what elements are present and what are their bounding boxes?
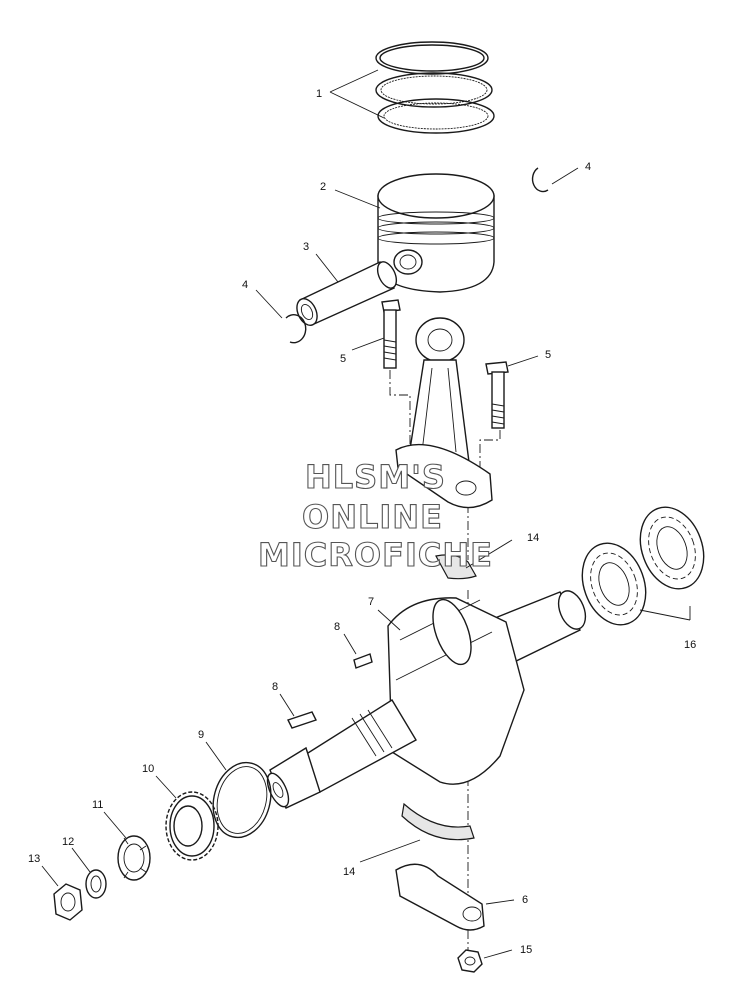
woodruff-key-upper[interactable] [353, 653, 373, 669]
leader-3 [315, 253, 339, 283]
rod-bolt-right[interactable] [485, 361, 509, 429]
woodruff-key-lower[interactable] [287, 711, 317, 729]
leader-14b [359, 839, 421, 863]
leader-12 [71, 847, 91, 873]
wrist-pin[interactable] [293, 259, 400, 329]
crankshaft[interactable] [263, 587, 590, 810]
leader-13 [41, 865, 59, 887]
leader-1 [329, 69, 385, 119]
o-ring-inner [216, 766, 268, 834]
callout-6: 6 [522, 894, 528, 906]
callout-5a: 5 [340, 353, 346, 365]
bearing-half-upper[interactable] [435, 554, 477, 580]
connecting-rod[interactable] [395, 317, 493, 509]
sprocket[interactable] [165, 791, 219, 861]
leader-15 [483, 949, 513, 959]
circlip-right[interactable] [531, 167, 549, 193]
circlip-left[interactable] [285, 314, 307, 344]
callout-8b: 8 [272, 681, 278, 693]
callout-15: 15 [520, 944, 532, 956]
lock-nut[interactable] [117, 835, 151, 881]
leader-5b [507, 355, 539, 367]
callout-4a: 4 [242, 279, 248, 291]
callout-14a: 14 [527, 532, 539, 544]
leader-10 [155, 775, 177, 799]
callout-16: 16 [684, 639, 696, 651]
leader-8b [279, 693, 295, 717]
leader-8a [343, 633, 357, 655]
washer[interactable] [85, 869, 107, 899]
piston-rings[interactable] [375, 41, 495, 134]
rod-cap[interactable] [395, 863, 485, 931]
main-bearing-outer[interactable] [629, 498, 714, 597]
watermark-line-1: HLSM'S [305, 458, 446, 496]
hex-nut[interactable] [53, 883, 83, 921]
leader-6 [485, 899, 515, 905]
watermark-line-3: MICROFICHE [258, 536, 493, 574]
callout-10: 10 [142, 763, 154, 775]
leader-4a [255, 289, 283, 319]
callout-13: 13 [28, 853, 40, 865]
leader-2 [334, 189, 381, 209]
main-bearing-inner[interactable] [571, 534, 656, 633]
callout-1: 1 [316, 88, 322, 100]
watermark-line-2: ONLINE [302, 498, 443, 536]
callout-14b: 14 [343, 866, 355, 878]
rod-bolt-left[interactable] [381, 299, 401, 369]
o-ring[interactable] [205, 756, 279, 844]
leader-7 [377, 609, 401, 631]
callout-8a: 8 [334, 621, 340, 633]
leader-9 [205, 741, 227, 771]
callout-12: 12 [62, 836, 74, 848]
leader-11 [103, 811, 127, 839]
callout-3: 3 [303, 241, 309, 253]
callout-9: 9 [198, 729, 204, 741]
bearing-half-lower[interactable] [401, 802, 475, 841]
leader-4b [551, 167, 579, 185]
leader-14a [465, 539, 513, 569]
bolt-alignment-line-right [479, 430, 501, 470]
callout-2: 2 [320, 181, 326, 193]
leader-16 [639, 606, 691, 621]
rod-nut[interactable] [457, 949, 483, 973]
leader-5a [351, 337, 385, 351]
bolt-alignment-line-left [389, 370, 411, 460]
piston[interactable] [377, 173, 495, 293]
watermark: HLSM'S ONLINE MICROFICHE [257, 457, 493, 574]
callout-5b: 5 [545, 349, 551, 361]
callout-4b: 4 [585, 161, 591, 173]
callout-7: 7 [368, 596, 374, 608]
callout-11: 11 [92, 799, 103, 811]
